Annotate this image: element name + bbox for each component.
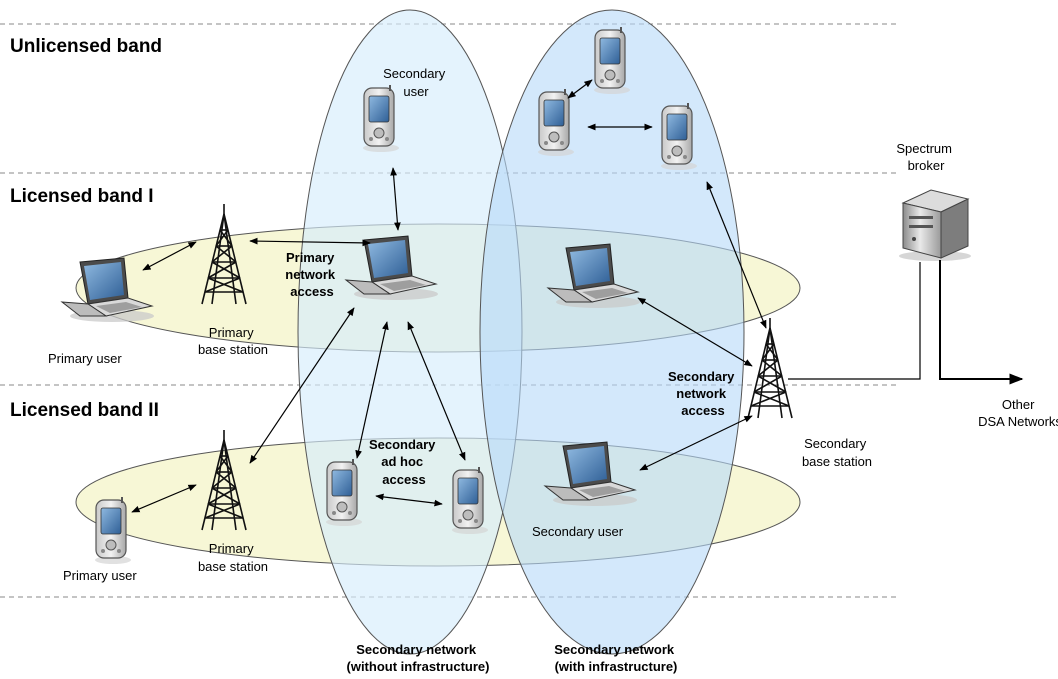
secondary-user-pda-icon [593, 26, 631, 95]
wired-links [788, 260, 1024, 385]
primary-base-station-2-label: Primary base station [198, 541, 268, 574]
secondary-base-station-tower-icon [747, 317, 793, 419]
spectrum-broker-label: Spectrum broker [896, 141, 955, 173]
licensed-band-2-label: Licensed band II [10, 400, 159, 421]
other-dsa-networks-label: Other DSA Networks [978, 397, 1058, 429]
primary-user-2-label: Primary user [63, 568, 137, 583]
secondary-net-with-infra-caption: Secondary network (with infrastructure) [554, 642, 678, 674]
secondary-user-pda-icon [660, 102, 698, 171]
secondary-user-pda-icon [451, 466, 489, 535]
secondary-user-pda-icon [362, 84, 400, 153]
secondary-user-top-label: Secondary user [383, 66, 449, 99]
secondary-adhoc-access-label: Secondary ad hoc access [369, 437, 439, 487]
secondary-base-station-label: Secondary base station [802, 436, 872, 469]
primary-user-pda-icon [94, 496, 132, 565]
licensed-band-1-label: Licensed band I [10, 186, 154, 207]
primary-user-1-label: Primary user [48, 351, 122, 366]
secondary-user-pda-icon [325, 458, 363, 527]
secondary-user-pda-icon [537, 88, 575, 157]
primary-network-access-label: Primary network access [285, 250, 338, 299]
connection-arrows [131, 79, 767, 513]
secondary-net-without-infra-caption: Secondary network (without infrastructur… [347, 642, 490, 674]
unlicensed-band-label: Unlicensed band [10, 36, 162, 57]
secondary-net-with-infra-ellipse [479, 9, 745, 655]
secondary-user-bottom-label: Secondary user [532, 524, 624, 539]
spectrum-broker-server-icon [899, 189, 971, 261]
secondary-network-access-label: Secondary network access [668, 369, 738, 418]
primary-base-station-1-label: Primary base station [198, 325, 268, 357]
